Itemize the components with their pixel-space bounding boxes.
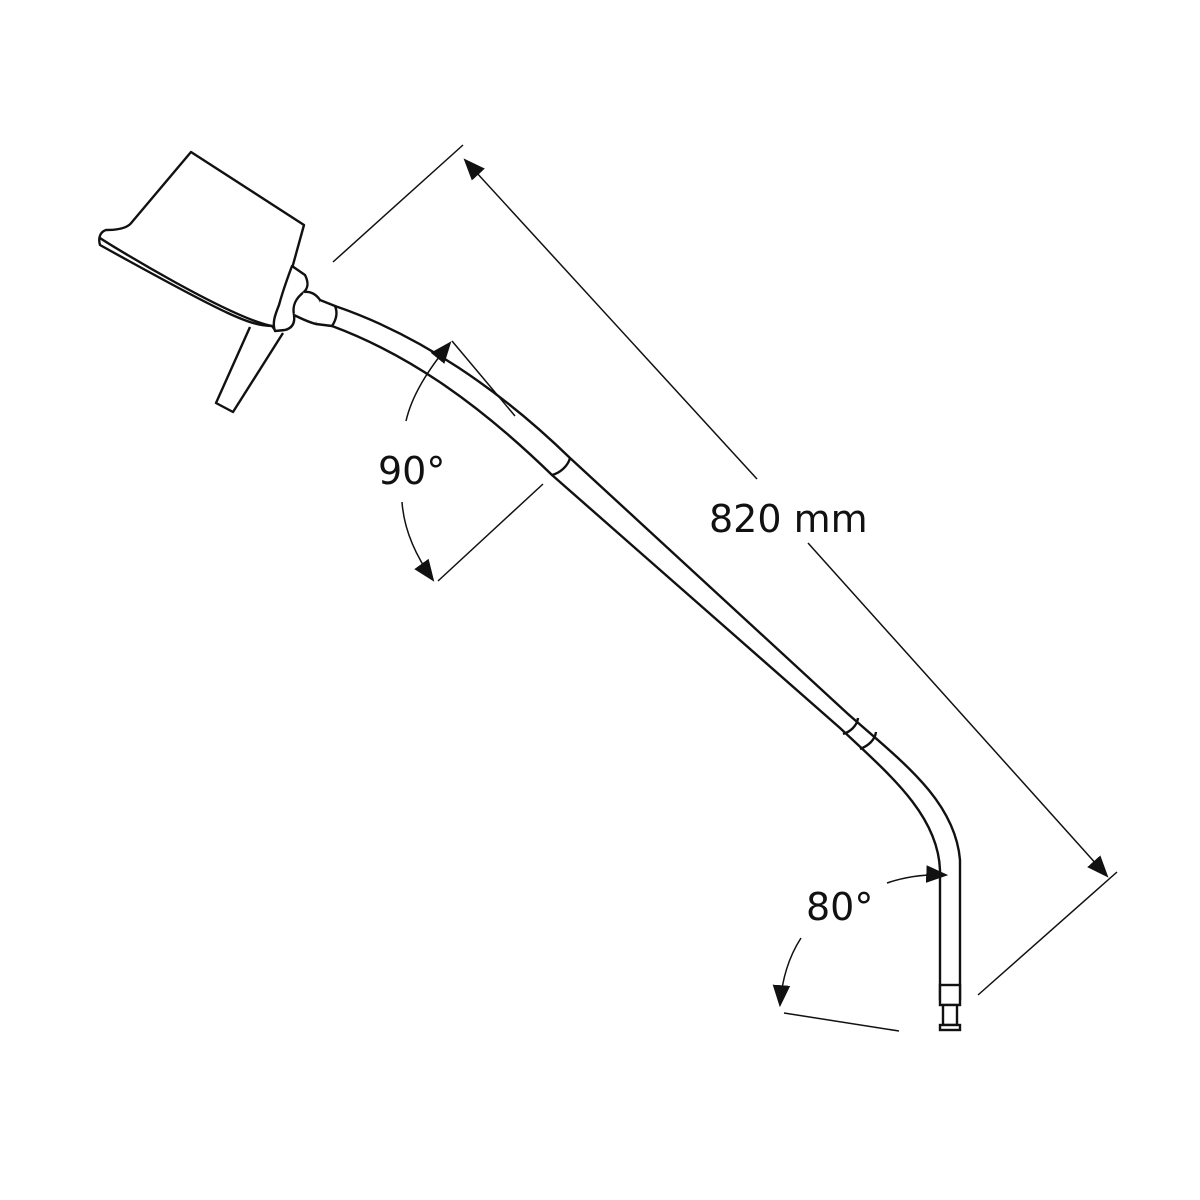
mount-pin	[938, 983, 962, 1032]
extension-line-bottom	[977, 871, 1118, 996]
head-rotation-label: 90°	[378, 449, 446, 493]
rotation-arrow-up	[405, 341, 452, 422]
arm-ring-lower	[842, 717, 878, 751]
rotation-arrow-down	[401, 501, 435, 582]
extension-line-top	[332, 144, 464, 263]
dimension-line-upper	[463, 158, 758, 480]
lamp-head	[98, 150, 306, 332]
base-rotation-indicator	[772, 865, 949, 1032]
dimension-line-lower	[807, 542, 1109, 878]
length-dimension	[332, 144, 1118, 996]
base-rotation-label: 80°	[806, 885, 874, 929]
swivel-arrow-left	[772, 937, 802, 1008]
swivel-arrow-right	[886, 865, 949, 884]
head-rotation-indicator	[401, 340, 544, 582]
length-label: 820 mm	[709, 497, 868, 541]
arm-ring-upper	[551, 457, 572, 477]
head-joint	[272, 264, 338, 333]
lamp-handle	[214, 326, 285, 414]
